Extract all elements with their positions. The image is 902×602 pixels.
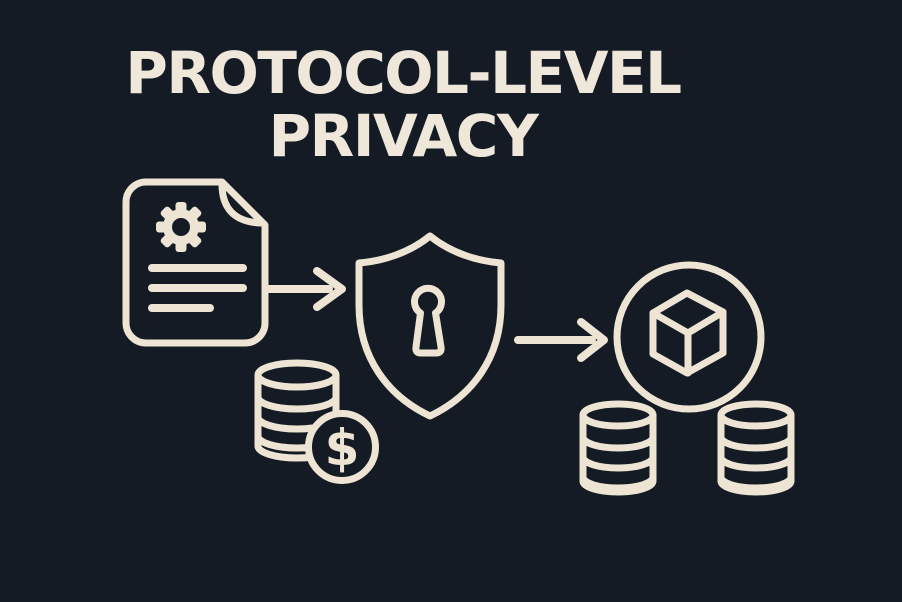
title-line-1: PROTOCOL-LEVEL (125, 39, 682, 107)
shield-outline (355, 232, 505, 420)
document-text-lines (148, 264, 247, 312)
dollar-sign: $ (325, 419, 360, 477)
coin-divider (717, 453, 795, 472)
shield-keyhole-icon (355, 232, 505, 420)
arrow-head (313, 267, 346, 311)
coin-stack-icon (579, 400, 657, 496)
coin-circle (305, 410, 379, 484)
arrow-head (577, 318, 608, 362)
page-title: PROTOCOL-LEVEL PRIVACY (103, 42, 703, 168)
gear-icon (156, 202, 206, 252)
dollar-coin-icon: $ (305, 410, 379, 484)
coin-top (579, 400, 657, 430)
coin-bottom (717, 477, 795, 496)
document-fold-corner (218, 180, 265, 227)
cube-circle-icon (613, 261, 765, 413)
gear-teeth (156, 202, 206, 252)
document-gear-icon (122, 178, 269, 347)
coin-divider (579, 433, 657, 452)
coin-bottom (579, 477, 657, 496)
document-outline (122, 178, 269, 347)
coin-divider (717, 433, 795, 452)
coin-top (717, 400, 795, 430)
coin-divider (254, 393, 340, 413)
arrow-right-icon (262, 267, 346, 311)
keyhole-icon (411, 284, 445, 357)
arrow-right-icon (514, 318, 608, 362)
block-circle (613, 261, 765, 413)
cube-icon (649, 289, 727, 377)
coin-divider (579, 453, 657, 472)
coin-stack-icon (717, 400, 795, 496)
title-line-2: PRIVACY (268, 102, 539, 170)
coin-top (254, 359, 340, 391)
